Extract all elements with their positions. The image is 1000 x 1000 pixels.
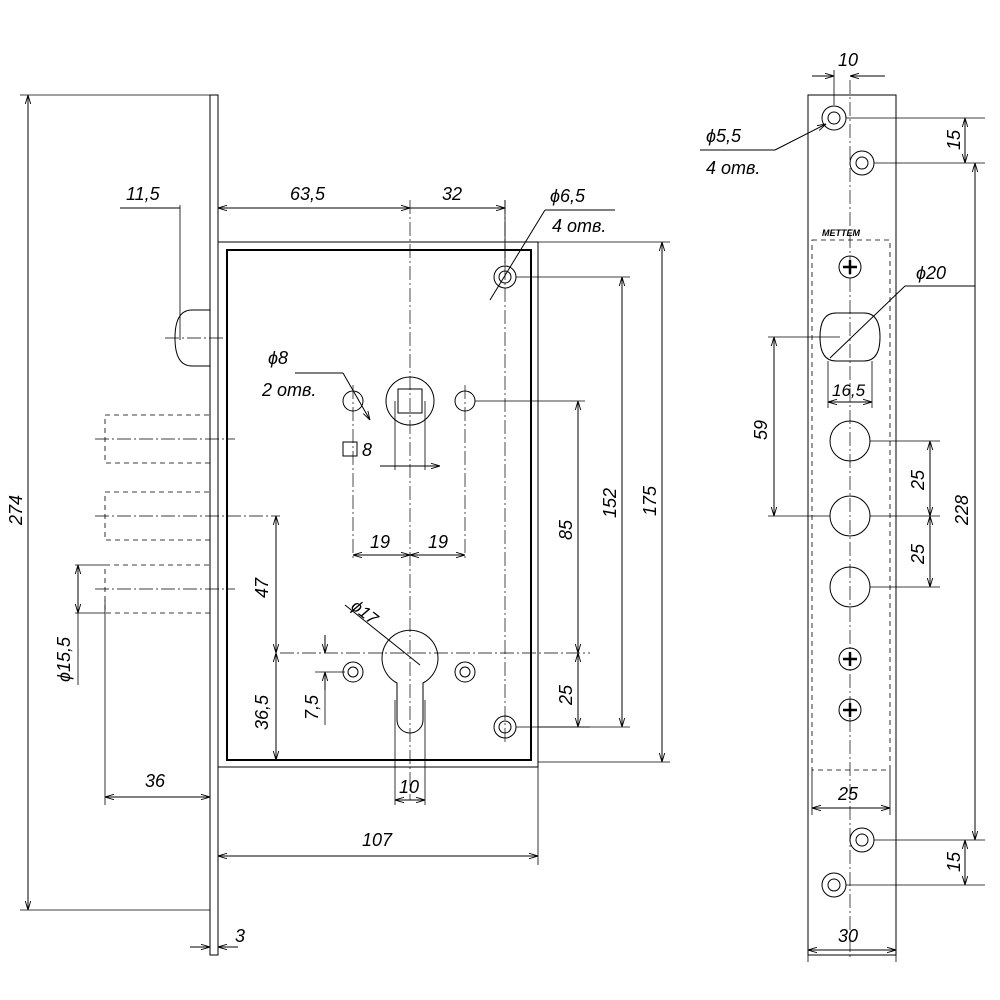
dim-59: 59	[751, 420, 771, 440]
spindle-square	[397, 388, 423, 414]
right-view: МЕТТЕМ	[700, 50, 985, 962]
body-outline-dashed	[811, 239, 891, 771]
brand-label: МЕТТЕМ	[822, 228, 860, 238]
dim-36: 36	[145, 771, 166, 791]
dim-25-b: 25	[908, 543, 928, 565]
label-4-holes-left: 4 отв.	[552, 216, 606, 236]
bottom-mounting-holes	[821, 827, 875, 898]
dim-19-left: 19	[370, 532, 390, 552]
dim-16-5: 16,5	[832, 381, 866, 400]
dim-63-5: 63,5	[290, 184, 326, 204]
faceplate-screws	[838, 255, 862, 722]
label-4-holes-right: 4 отв.	[706, 158, 760, 178]
dim-17: ϕ17	[348, 596, 382, 629]
dim-3: 3	[235, 926, 245, 946]
dim-11-5: 11,5	[126, 184, 161, 204]
dim-15-top: 15	[944, 129, 964, 150]
dim-152: 152	[600, 488, 620, 518]
faceplate-strip	[209, 94, 219, 956]
deadbolts	[95, 414, 280, 614]
latch-slot	[819, 312, 881, 362]
dim-5-5: ϕ5,5	[706, 126, 742, 146]
dim-square-8: 8	[362, 440, 372, 460]
dim-10-right: 10	[838, 50, 858, 70]
dim-25-right: 25	[556, 684, 576, 706]
dim-228: 228	[952, 495, 972, 526]
top-mounting-holes	[821, 105, 875, 176]
dim-107: 107	[362, 830, 393, 850]
dim-47: 47	[252, 577, 272, 598]
dim-15-5: ϕ15,5	[54, 636, 74, 682]
dim-30: 30	[838, 926, 858, 946]
dim-32: 32	[442, 184, 462, 204]
dim-175: 175	[640, 485, 660, 516]
dim-7-5: 7,5	[302, 694, 322, 720]
dim-8: ϕ8	[268, 348, 288, 368]
dim-6-5: ϕ6,5	[550, 186, 586, 206]
spindle-hub	[385, 376, 435, 426]
lock-body-inner	[226, 249, 532, 761]
dim-25-a: 25	[908, 469, 928, 491]
label-2-holes: 2 отв.	[261, 380, 316, 400]
dim-25-width: 25	[837, 784, 859, 804]
dim-85: 85	[556, 519, 576, 540]
mounting-screws	[493, 200, 630, 745]
square-symbol	[342, 441, 358, 457]
dim-36-5: 36,5	[252, 694, 272, 730]
dim-10-left: 10	[399, 777, 419, 797]
dim-274: 274	[6, 495, 26, 526]
dim-20: ϕ20	[916, 263, 946, 283]
front-faceplate	[807, 94, 897, 956]
dim-19-right: 19	[428, 532, 448, 552]
dim-15-bottom: 15	[944, 851, 964, 872]
lock-body-outer	[217, 241, 539, 768]
cylinder-cutout	[381, 629, 439, 734]
left-view: 11,5 63,5 32 ϕ6,5 4 отв. ϕ8 2 отв. 8 19 …	[6, 94, 670, 956]
cylinder-screws	[280, 652, 590, 683]
